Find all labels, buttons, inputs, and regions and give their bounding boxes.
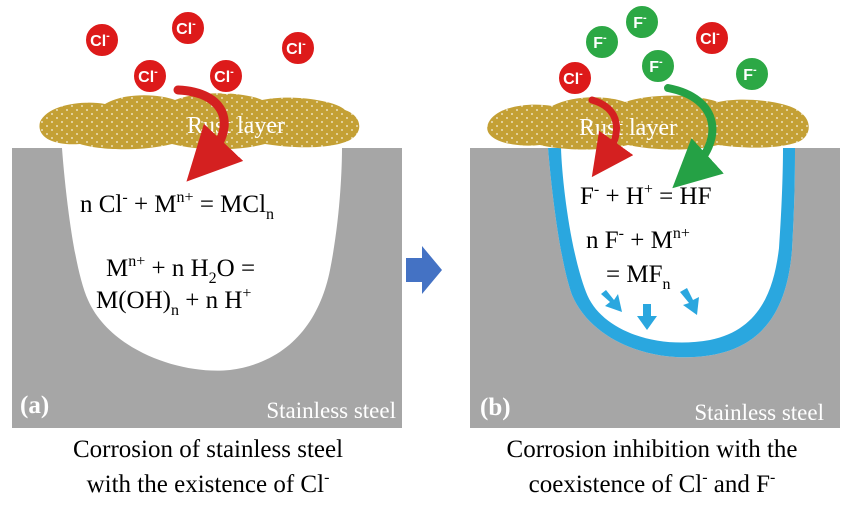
panel-b: Rust layer F- F- Cl- Cl- F- (470, 4, 840, 498)
panel-label-b: (b) (480, 394, 511, 421)
svg-text:Cl-: Cl- (90, 30, 110, 50)
panel-a: Rust layer Cl- Cl- Cl- Cl- Cl- n Cl- + M… (12, 10, 402, 498)
ion-b6: F- (734, 56, 770, 92)
svg-text:Cl-: Cl- (138, 66, 158, 86)
steel-block-b (470, 148, 840, 428)
equation-a2-line1: Mn+ + n H2O = (106, 253, 255, 287)
equation-b1: F- + H+ = HF (580, 181, 711, 210)
ion-a2: Cl- (170, 10, 206, 46)
ion-b1: F- (584, 24, 620, 60)
equation-a2-line2: M(OH)n + n H+ (96, 285, 251, 319)
ion-b4: Cl- (557, 60, 593, 96)
ion-a5: Cl- (208, 58, 244, 94)
svg-text:Cl-: Cl- (700, 28, 720, 48)
cl-arrow-a (173, 85, 244, 182)
steel-label-b: Stainless steel (694, 400, 824, 425)
steel-block-a (12, 148, 402, 428)
rust-layer-label-b: Rust layer (579, 115, 677, 141)
svg-text:Cl-: Cl- (176, 18, 196, 38)
caption-b-line2: coexistence of Cl- and F- (529, 469, 776, 498)
svg-text:Cl-: Cl- (286, 38, 306, 58)
ion-b3: Cl- (694, 20, 730, 56)
f-arrow-b (664, 84, 724, 189)
ion-a1: Cl- (84, 22, 120, 58)
caption-b-line1: Corrosion inhibition with the (507, 436, 798, 463)
cl-arrow-b (588, 96, 634, 178)
equation-a1: n Cl- + Mn+ = MCln (80, 189, 274, 223)
svg-text:Cl-: Cl- (563, 68, 583, 88)
equation-b2-line2: = MFn (606, 261, 670, 293)
ion-a3: Cl- (280, 30, 316, 66)
rust-layer-label-a: Rust layer (187, 113, 285, 139)
steel-label-a: Stainless steel (266, 398, 396, 423)
panel-label-a: (a) (20, 392, 49, 419)
transition-arrow (406, 246, 442, 294)
svg-text:F-: F- (633, 12, 647, 32)
svg-text:F-: F- (593, 32, 607, 52)
equation-b2-line1: n F- + Mn+ (586, 225, 690, 254)
ion-b2: F- (624, 4, 660, 40)
svg-text:F-: F- (743, 64, 757, 84)
rust-layer-a: Rust layer (39, 93, 360, 150)
rust-layer-b: Rust layer (487, 95, 809, 150)
film-growth-arrows (601, 288, 699, 330)
ion-b5: F- (640, 48, 676, 84)
svg-text:Cl-: Cl- (214, 66, 234, 86)
svg-text:F-: F- (649, 56, 663, 76)
caption-a-line2: with the existence of Cl- (87, 469, 330, 498)
ion-a4: Cl- (132, 58, 168, 94)
caption-a-line1: Corrosion of stainless steel (73, 436, 343, 463)
